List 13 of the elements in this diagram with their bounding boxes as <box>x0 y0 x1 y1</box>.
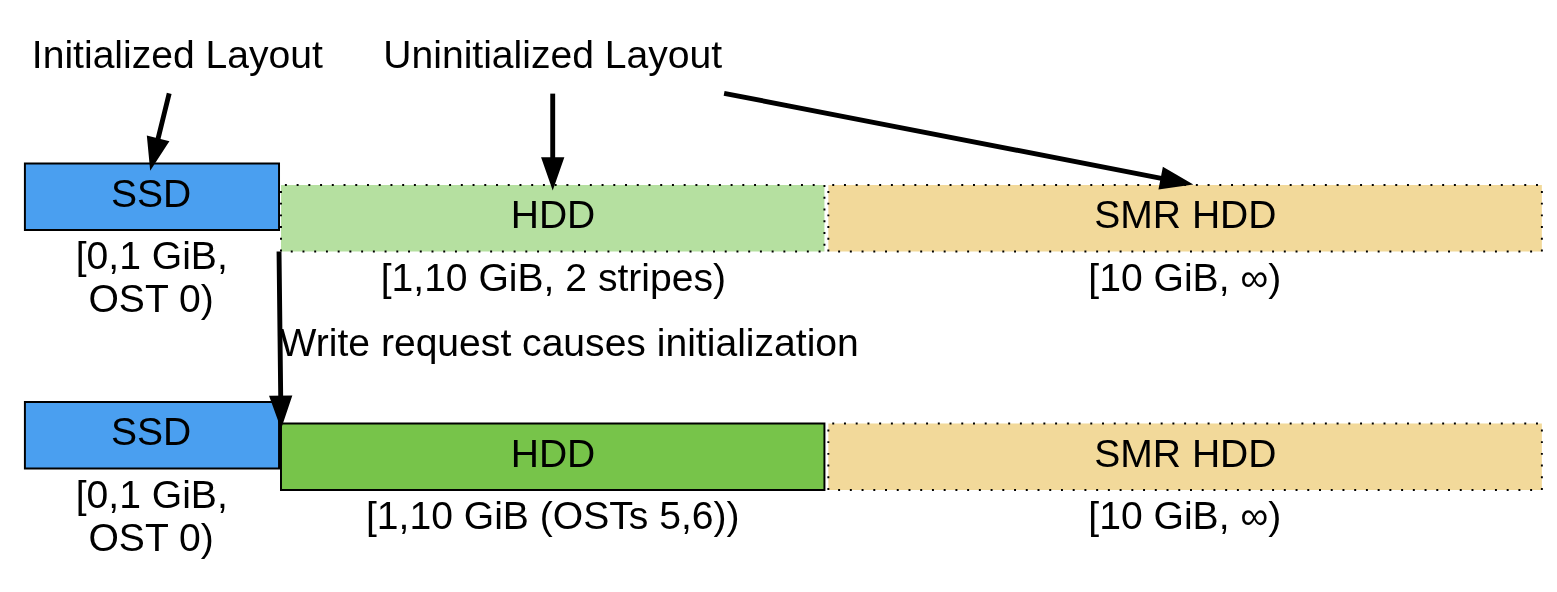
node-label: [10 GiB, ∞) <box>1088 493 1282 537</box>
arrow <box>146 92 172 171</box>
node-label: [1,10 GiB (OSTs 5,6)) <box>366 493 740 537</box>
edge-label: Write request causes initialization <box>279 320 859 364</box>
arrow <box>269 251 293 429</box>
node-text: Initialized Layout <box>31 32 323 76</box>
arrow <box>723 90 1194 190</box>
node-text: Uninitialized Layout <box>383 32 723 76</box>
arrow <box>541 93 565 191</box>
node-label: [0,1 GiB, OST 0) <box>75 472 228 559</box>
node-label: [10 GiB, ∞) <box>1088 255 1282 299</box>
node-label: [1,10 GiB, 2 stripes) <box>380 255 727 299</box>
node-label: [0,1 GiB, OST 0) <box>75 233 228 320</box>
